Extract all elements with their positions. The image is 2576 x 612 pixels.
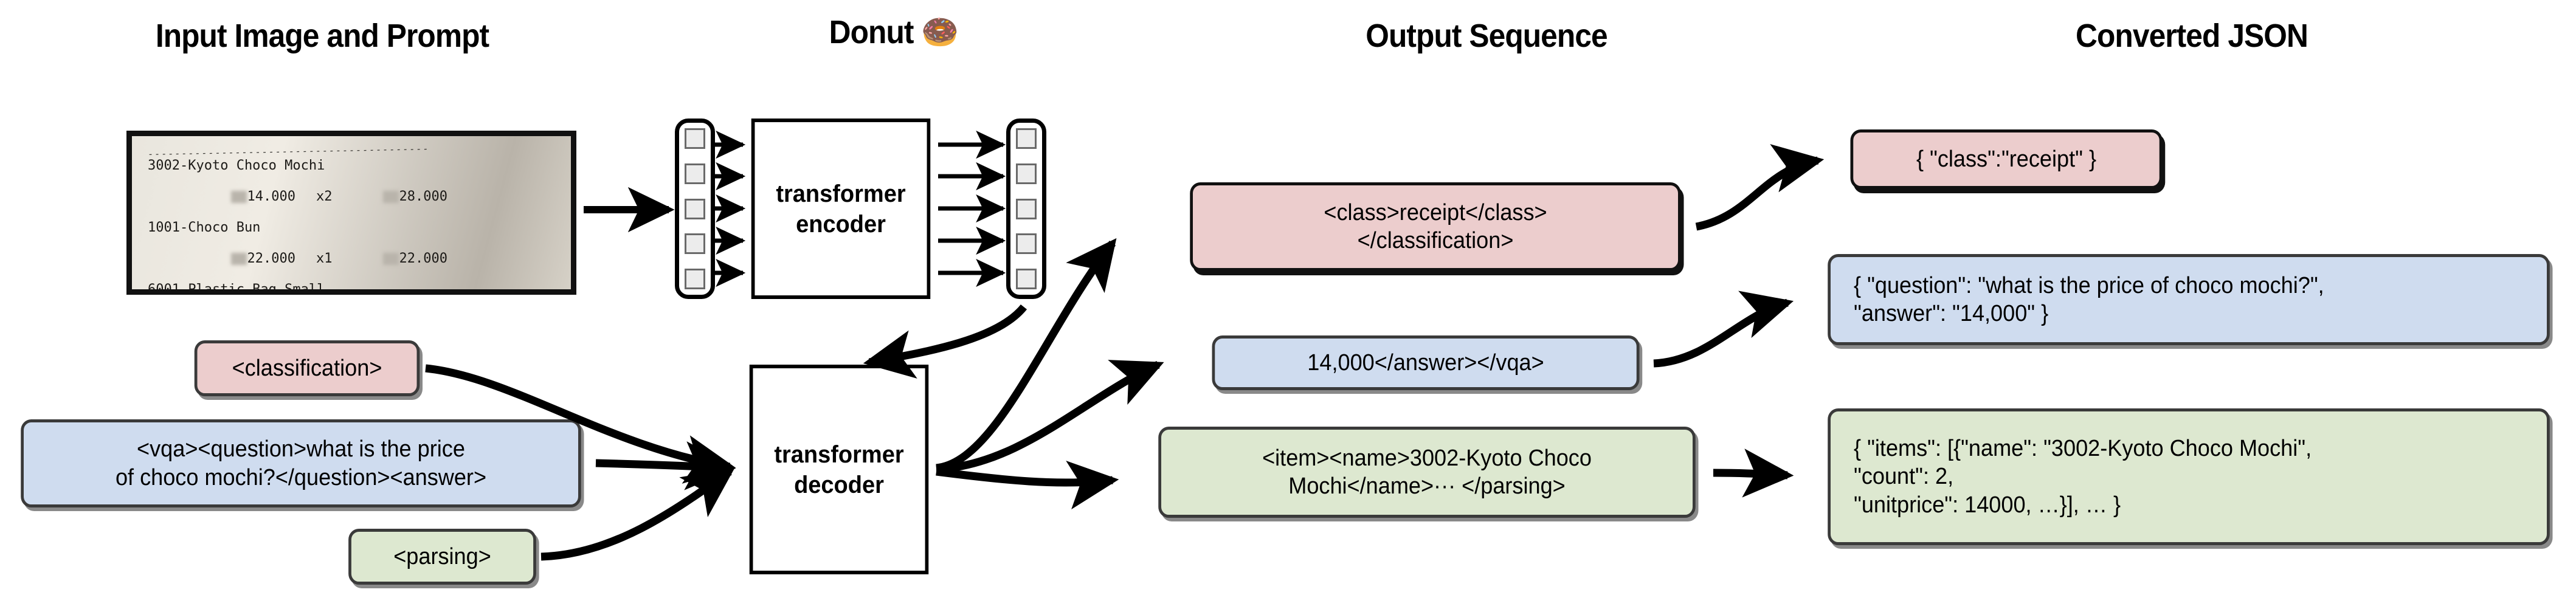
output-vqa-sequence-box[interactable]: 14,000</answer></vqa> (1212, 335, 1640, 390)
patch-token (685, 233, 705, 255)
encoded-token (1016, 269, 1037, 289)
converted-json-classification-box[interactable]: { "class":"receipt" } (1850, 129, 2163, 189)
receipt-item-total: 28.000 (399, 189, 447, 205)
encoded-token (1016, 233, 1037, 255)
receipt-item-price: 22.000 (247, 251, 295, 267)
transformer-decoder-block: transformer decoder (749, 365, 929, 574)
prompt-classification-box[interactable]: <classification> (194, 340, 420, 396)
patch-token (685, 269, 705, 289)
output-parsing-sequence-box[interactable]: <item><name>3002-Kyoto Choco Mochi</name… (1158, 427, 1696, 518)
input-receipt-image: ----------------------------------------… (126, 131, 576, 295)
converted-json-parsing-box[interactable]: { "items": [{"name": "3002-Kyoto Choco M… (1828, 408, 2550, 545)
encoded-token (1016, 198, 1037, 219)
patch-token (685, 128, 705, 149)
encoded-token (1016, 163, 1037, 184)
prompt-vqa-box[interactable]: <vqa><question>what is the price of choc… (21, 419, 581, 507)
patch-token (685, 163, 705, 184)
output-classification-sequence-box[interactable]: <class>receipt</class> </classification> (1190, 182, 1681, 271)
receipt-item-name: 3002-Kyoto Choco Mochi (148, 158, 325, 173)
receipt-item-qty: x1 (316, 251, 333, 267)
page-title-donut: Donut 🍩 (829, 14, 959, 50)
encoder-input-token-column (675, 119, 715, 299)
receipt-item-qty: x2 (316, 189, 333, 205)
page-title-output-sequence: Output Sequence (1366, 18, 1607, 54)
prompt-parsing-box[interactable]: <parsing> (348, 529, 536, 585)
receipt-item-amounts: 14.000 x2 28.000 (148, 174, 558, 221)
converted-json-vqa-box[interactable]: { "question": "what is the price of choc… (1828, 254, 2550, 345)
receipt-item-total: 22.000 (399, 251, 447, 267)
encoder-output-token-column (1006, 119, 1046, 299)
encoded-token (1016, 128, 1037, 149)
receipt-item-name: 6001-Plastic Bag Small (148, 282, 325, 295)
transformer-encoder-block: transformer encoder (751, 119, 931, 299)
page-title-input-image-and-prompt: Input Image and Prompt (155, 18, 489, 54)
receipt-item-name: 1001-Choco Bun (148, 220, 261, 236)
patch-token (685, 198, 705, 219)
receipt-item-amounts: 22.000 x1 22.000 (148, 236, 558, 283)
page-title-converted-json: Converted JSON (2076, 18, 2308, 54)
receipt-item-price: 14.000 (247, 189, 295, 205)
